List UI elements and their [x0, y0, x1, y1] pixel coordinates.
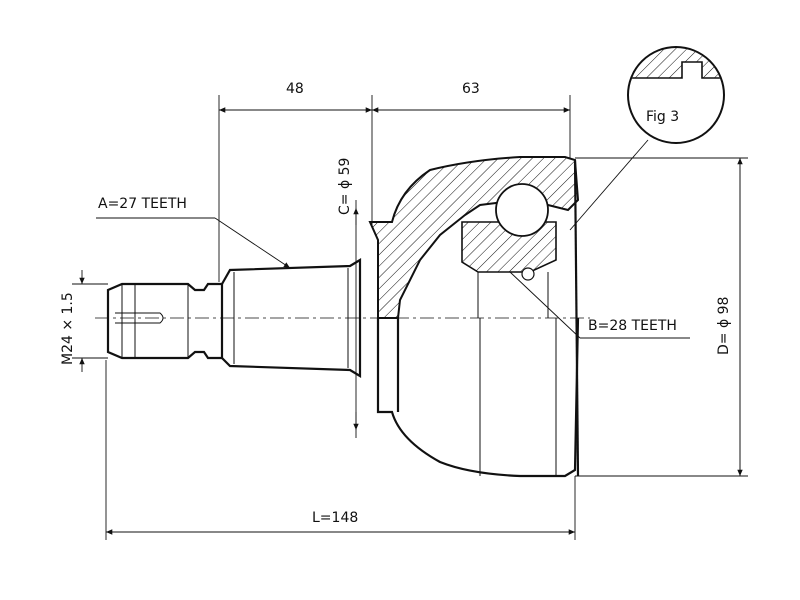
callout-b-label: B=28 TEETH: [588, 318, 677, 334]
callout-b-leader: [509, 271, 690, 339]
callout-a-leader: [96, 217, 291, 269]
dim-c-label: C= ϕ 59: [337, 158, 353, 215]
dim-thread-label: M24 × 1.5: [60, 292, 76, 365]
ball: [495, 183, 549, 237]
spline-shaft-a: [221, 258, 362, 378]
dim-d: [575, 157, 748, 477]
dim-top: [218, 95, 571, 282]
dim-length: [105, 360, 576, 540]
fig-label: Fig 3: [646, 109, 679, 125]
dim-thread: [72, 270, 108, 372]
dim-48-label: 48: [286, 81, 304, 97]
dim-d-label: D= ϕ 98: [716, 297, 732, 355]
callout-a-label: A=27 TEETH: [98, 196, 187, 212]
dim-length-label: L=148: [312, 510, 358, 526]
fig-detail-circle: Fig 3: [569, 46, 725, 231]
dim-63-label: 63: [462, 81, 480, 97]
bell-housing: [368, 156, 580, 478]
threaded-stub: [106, 282, 224, 360]
